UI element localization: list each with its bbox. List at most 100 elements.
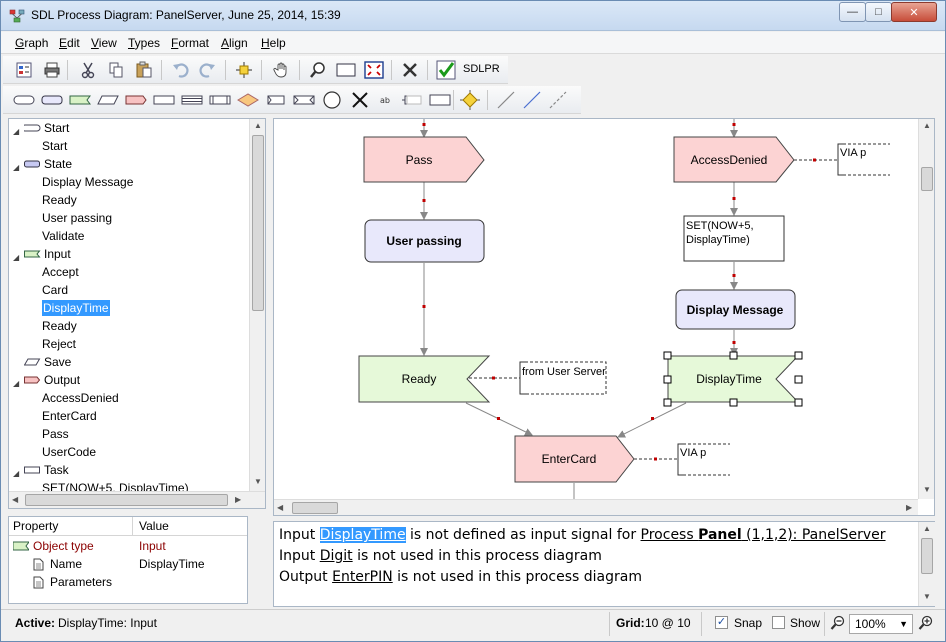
tree-group-input[interactable]: ◢Input xyxy=(9,246,245,264)
text-extension-symbol-button[interactable] xyxy=(401,89,423,111)
tree-item[interactable]: Card xyxy=(9,282,245,300)
message-row[interactable]: Input Digit is not used in this process … xyxy=(279,548,602,564)
zoom-button[interactable] xyxy=(307,59,329,81)
menu-view[interactable]: View xyxy=(91,36,117,50)
entercard-output-symbol[interactable] xyxy=(514,435,635,483)
close-button[interactable]: ✕ xyxy=(891,2,937,22)
scroll-up-icon[interactable]: ▲ xyxy=(923,524,931,533)
line-solid-button[interactable] xyxy=(495,89,517,111)
cut-button[interactable] xyxy=(77,59,99,81)
scroll-down-icon[interactable]: ▼ xyxy=(923,485,931,494)
value-column-header[interactable]: Value xyxy=(133,517,247,536)
messages-vertical-scrollbar[interactable]: ▲ ▼ xyxy=(918,522,935,606)
message-row[interactable]: Output EnterPIN is not used in this proc… xyxy=(279,569,642,585)
diagram-canvas[interactable]: Pass User passing Ready from User Server… xyxy=(273,118,935,516)
fit-page-button[interactable] xyxy=(335,59,357,81)
sdl-diagram[interactable]: Pass User passing Ready from User Server… xyxy=(274,119,935,516)
tree-item[interactable]: Start xyxy=(9,138,245,156)
scroll-right-icon[interactable]: ▶ xyxy=(235,495,242,504)
message-link-process[interactable]: Process Panel (1,1,2): PanelServer xyxy=(640,527,886,543)
print-button[interactable] xyxy=(41,59,63,81)
macro-symbol-button[interactable] xyxy=(209,89,231,111)
expand-triangle-icon[interactable]: ◢ xyxy=(13,253,20,262)
junction-point-button[interactable] xyxy=(459,89,481,111)
message-row[interactable]: Input DisplayTime is not defined as inpu… xyxy=(279,527,886,543)
output-symbol-button[interactable] xyxy=(125,89,147,111)
decision-symbol-button[interactable] xyxy=(237,89,259,111)
selection-handles[interactable] xyxy=(663,351,803,407)
display-message-state-symbol[interactable] xyxy=(675,289,796,330)
tree-item[interactable]: Validate xyxy=(9,228,245,246)
tree-item[interactable]: UserCode xyxy=(9,444,245,462)
save-symbol-button[interactable] xyxy=(97,89,119,111)
messages-scroll-thumb[interactable] xyxy=(921,538,933,574)
zoom-out-icon[interactable] xyxy=(830,615,846,631)
user-passing-state-symbol[interactable] xyxy=(364,219,485,263)
snap-checkbox[interactable]: ✓ xyxy=(715,616,728,629)
task-symbol-button[interactable] xyxy=(153,89,175,111)
undo-button[interactable] xyxy=(169,59,191,81)
message-link-enterpin[interactable]: EnterPIN xyxy=(332,569,393,585)
displaytime-input-symbol[interactable] xyxy=(667,355,800,403)
start-symbol-button[interactable] xyxy=(13,89,35,111)
snap-label[interactable]: Snap xyxy=(734,616,763,630)
procedure-symbol-button[interactable] xyxy=(181,89,203,111)
tree-item[interactable]: AccessDenied xyxy=(9,390,245,408)
tree-group-output[interactable]: ◢Output xyxy=(9,372,245,390)
via-p-comment-top[interactable]: VIA p xyxy=(840,147,866,159)
menu-help[interactable]: Help xyxy=(261,36,286,50)
stop-symbol-button[interactable] xyxy=(349,89,371,111)
message-link-displaytime[interactable]: DisplayTime xyxy=(319,527,406,543)
state-symbol-button[interactable] xyxy=(41,89,63,111)
pan-button[interactable] xyxy=(271,59,293,81)
copy-button[interactable] xyxy=(105,59,127,81)
show-label[interactable]: Show xyxy=(790,616,821,630)
line-dashed-button[interactable] xyxy=(547,89,569,111)
scroll-down-icon[interactable]: ▼ xyxy=(254,477,262,486)
menu-types[interactable]: Types xyxy=(128,36,161,50)
expand-triangle-icon[interactable]: ◢ xyxy=(13,379,20,388)
scroll-left-icon[interactable]: ◀ xyxy=(277,503,284,512)
fit-window-button[interactable] xyxy=(363,59,385,81)
line-blue-button[interactable] xyxy=(521,89,543,111)
maximize-button[interactable]: □ xyxy=(865,2,892,22)
input-symbol-button[interactable] xyxy=(69,89,91,111)
zoom-select[interactable]: 100% ▼ xyxy=(849,614,913,634)
tree-scroll-thumb[interactable] xyxy=(252,135,264,311)
scroll-left-icon[interactable]: ◀ xyxy=(12,495,19,504)
canvas-vscroll-thumb[interactable] xyxy=(921,167,933,191)
tree-hscroll-thumb[interactable] xyxy=(25,494,228,506)
ready-input-symbol[interactable] xyxy=(358,355,491,403)
expand-triangle-icon[interactable]: ◢ xyxy=(13,469,20,478)
expand-triangle-icon[interactable]: ◢ xyxy=(13,127,20,136)
connector-symbol-button[interactable] xyxy=(321,89,343,111)
priority-input-symbol-button[interactable] xyxy=(293,89,315,111)
text-symbol-button[interactable] xyxy=(429,89,451,111)
tree-horizontal-scrollbar[interactable]: ◀ ▶ xyxy=(9,491,265,508)
tree-item[interactable]: Reject xyxy=(9,336,245,354)
delete-button[interactable] xyxy=(399,59,421,81)
add-connection-point-button[interactable] xyxy=(233,59,255,81)
tree-item[interactable]: Ready xyxy=(9,192,245,210)
comment-symbol-button[interactable]: ab xyxy=(377,89,399,111)
tree-item[interactable]: Accept xyxy=(9,264,245,282)
menu-graph[interactable]: Graph xyxy=(15,36,49,50)
property-column-header[interactable]: Property xyxy=(9,517,133,536)
canvas-horizontal-scrollbar[interactable]: ◀ ▶ xyxy=(274,499,918,515)
canvas-vertical-scrollbar[interactable]: ▲ ▼ xyxy=(918,119,934,499)
menu-align[interactable]: Align xyxy=(221,36,248,50)
message-link-digit[interactable]: Digit xyxy=(319,548,353,564)
set-task-symbol[interactable] xyxy=(683,215,785,262)
tree-item[interactable]: Display Message xyxy=(9,174,245,192)
create-symbol-button[interactable] xyxy=(265,89,287,111)
scroll-down-icon[interactable]: ▼ xyxy=(923,592,931,601)
scroll-up-icon[interactable]: ▲ xyxy=(923,121,931,130)
accessdenied-output-symbol[interactable] xyxy=(673,136,795,183)
tree-item[interactable]: User passing xyxy=(9,210,245,228)
expand-triangle-icon[interactable]: ◢ xyxy=(13,163,20,172)
tree-item[interactable]: Pass xyxy=(9,426,245,444)
tree-group-state[interactable]: ◢State xyxy=(9,156,245,174)
from-user-server-comment[interactable]: from User Server xyxy=(522,366,606,378)
minimize-button[interactable]: — xyxy=(839,2,866,22)
redo-button[interactable] xyxy=(197,59,219,81)
